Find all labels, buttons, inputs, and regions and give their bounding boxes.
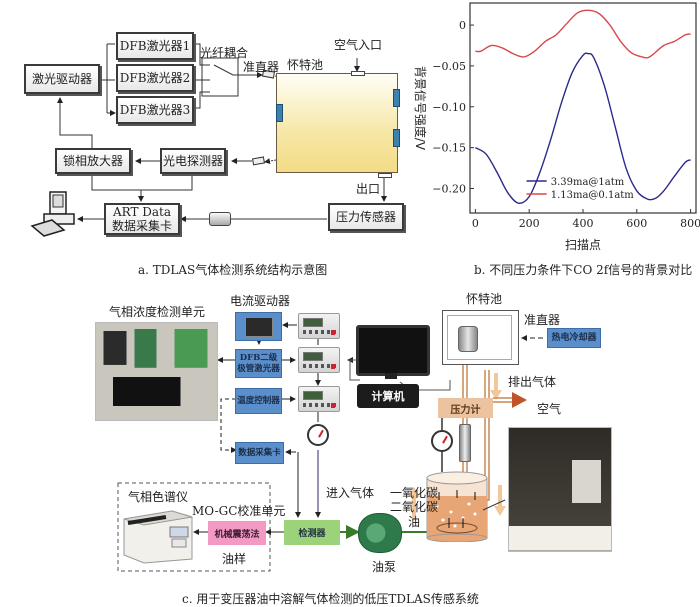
panel-a-caption: a. TDLAS气体检测系统结构示意图 bbox=[138, 263, 328, 277]
x-tick-label: 600 bbox=[626, 217, 647, 230]
y-tick-label: −0.05 bbox=[432, 60, 466, 73]
y-tick-label: −0.20 bbox=[432, 182, 466, 195]
gc-instrument-label: 气相色谱仪 bbox=[128, 490, 189, 504]
legend-label-1: 1.13ma@0.1atm bbox=[551, 190, 635, 201]
cell-cylinder-icon bbox=[458, 326, 478, 352]
co2-label: 二氧化碳 bbox=[390, 500, 439, 514]
y-tick-label: −0.10 bbox=[432, 101, 466, 114]
mirror-icon bbox=[276, 104, 283, 122]
air-inlet-port bbox=[351, 71, 365, 76]
sensor-cabinet-photo bbox=[508, 427, 612, 552]
white-cell-label: 怀特池 bbox=[287, 58, 324, 72]
mech-oscillation-box: 机械震荡法 bbox=[208, 521, 266, 545]
current-driver-label: 电流驱动器 bbox=[230, 294, 291, 308]
controller-unit-2 bbox=[298, 347, 340, 373]
x-axis-label: 扫描点 bbox=[565, 238, 601, 252]
background-signal-chart: 0 200 400 600 800 0 −0.05 −0.10 −0.15 −0.20 扫描点 背景信… bbox=[413, 2, 700, 252]
air-label: 空气 bbox=[537, 402, 562, 416]
series-line-1 bbox=[475, 9, 691, 59]
outlet-label: 出口 bbox=[356, 182, 381, 196]
y-tick-label: −0.15 bbox=[432, 142, 466, 155]
exhaust-label: 排出气体 bbox=[508, 375, 557, 389]
oil-tank-icon bbox=[426, 471, 506, 542]
collimator-label: 准直器 bbox=[243, 60, 280, 74]
pressure-meter-box: 压力计 bbox=[438, 398, 493, 418]
panel-c-caption: c. 用于变压器油中溶解气体检测的低压TDLAS传感系统 bbox=[182, 592, 479, 606]
daq-card-box: ART Data 数据采集卡 bbox=[104, 203, 180, 235]
photodetector-box: 光电探测器 bbox=[160, 148, 226, 174]
computer-box: 计算机 bbox=[357, 384, 419, 408]
white-cell-enclosure bbox=[442, 310, 519, 365]
dfb-diode-laser-box: DFB二级 极管激光器 bbox=[235, 349, 282, 378]
flowmeter-icon bbox=[459, 424, 471, 462]
pressure-gauge-icon-2 bbox=[431, 430, 453, 452]
mogc-unit-label: MO-GC校准单元 bbox=[192, 504, 286, 518]
computer-icon bbox=[30, 191, 75, 237]
dfb-laser-3-box: DFB激光器3 bbox=[116, 96, 194, 124]
white-cell bbox=[276, 73, 398, 173]
inner-frame bbox=[447, 315, 512, 360]
daq-card-box-c: 数据采集卡 bbox=[235, 442, 284, 464]
dfb-laser-1-box: DFB激光器1 bbox=[116, 32, 194, 60]
legend-label-0: 3.39ma@1atm bbox=[551, 177, 625, 188]
controller-unit-1 bbox=[298, 313, 340, 339]
daq-line-2: 数据采集卡 bbox=[111, 219, 172, 233]
oil-label: 油 bbox=[408, 515, 421, 529]
monitor-stand bbox=[385, 373, 397, 379]
white-cell-label-c: 怀特池 bbox=[466, 292, 503, 306]
series-line-0 bbox=[475, 52, 691, 205]
controller-unit-3 bbox=[298, 386, 340, 412]
tec-box: 热电冷却器 bbox=[547, 328, 601, 348]
pressure-gauge-icon bbox=[307, 424, 329, 446]
x-tick-label: 200 bbox=[519, 217, 540, 230]
outlet-port bbox=[378, 173, 392, 178]
temp-controller-box: 温度控制器 bbox=[235, 388, 282, 414]
panel-b-caption: b. 不同压力条件下CO 2f信号的背景对比 bbox=[474, 263, 693, 277]
air-inlet-label: 空气入口 bbox=[334, 38, 383, 52]
x-tick-label: 800 bbox=[680, 217, 700, 230]
fiber-coupler-label: 光纤耦合 bbox=[200, 46, 249, 60]
dfb-diode-line-1: DFB二级 bbox=[239, 352, 278, 363]
x-tick-label: 0 bbox=[472, 217, 479, 230]
connector-icon bbox=[209, 212, 231, 226]
collimator-label-c: 准直器 bbox=[524, 313, 561, 327]
current-driver-box bbox=[235, 312, 282, 341]
oil-pump-icon bbox=[358, 513, 402, 553]
gas-unit-label: 气相浓度检测单元 bbox=[109, 305, 206, 319]
y-axis-label: 背景信号强度/V bbox=[413, 66, 428, 151]
daq-line-1: ART Data bbox=[112, 205, 172, 219]
mirror-icon bbox=[393, 129, 400, 147]
oil-sample-label: 油样 bbox=[222, 552, 247, 566]
x-tick-label: 400 bbox=[573, 217, 594, 230]
pressure-sensor-box: 压力传感器 bbox=[328, 203, 404, 231]
mirror-icon bbox=[393, 89, 400, 107]
dfb-diode-line-2: 极管激光器 bbox=[237, 363, 280, 374]
laser-driver-box: 激光驱动器 bbox=[24, 64, 100, 94]
lockin-amplifier-box: 锁相放大器 bbox=[55, 148, 131, 174]
gas-unit-photo bbox=[95, 322, 218, 421]
monitor-icon bbox=[356, 325, 430, 376]
dfb-laser-2-box: DFB激光器2 bbox=[116, 64, 194, 92]
oil-pump-label: 油泵 bbox=[372, 560, 397, 574]
driver-module-icon bbox=[244, 316, 273, 337]
gas-in-label: 进入气体 bbox=[326, 486, 375, 500]
y-tick-label: 0 bbox=[459, 19, 466, 32]
co-label: 一氧化碳 bbox=[390, 486, 439, 500]
gas-chromatograph-icon bbox=[123, 510, 193, 564]
detector-box: 检测器 bbox=[284, 520, 340, 545]
